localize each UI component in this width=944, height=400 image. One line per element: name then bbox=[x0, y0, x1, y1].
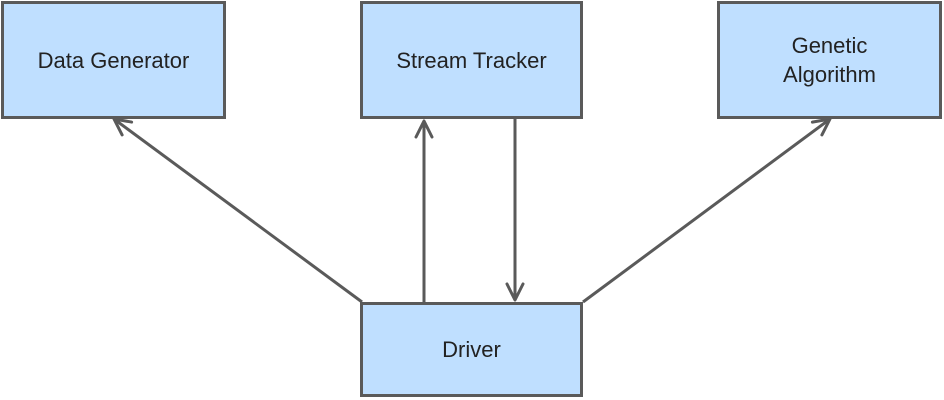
data-generator-node: Data Generator bbox=[1, 1, 226, 119]
stream-tracker-node: Stream Tracker bbox=[360, 1, 583, 119]
stream-tracker-label: Stream Tracker bbox=[396, 47, 547, 73]
genetic-algorithm-node: Genetic Algorithm bbox=[717, 1, 942, 119]
driver-label: Driver bbox=[442, 337, 501, 362]
driver-node: Driver bbox=[360, 302, 583, 397]
data-generator-label: Data Generator bbox=[37, 47, 190, 73]
genetic-algorithm-label: Genetic Algorithm bbox=[783, 33, 876, 87]
edge-driver-to-genetic-algorithm bbox=[582, 117, 832, 304]
edge-driver-to-data-generator bbox=[112, 117, 363, 304]
